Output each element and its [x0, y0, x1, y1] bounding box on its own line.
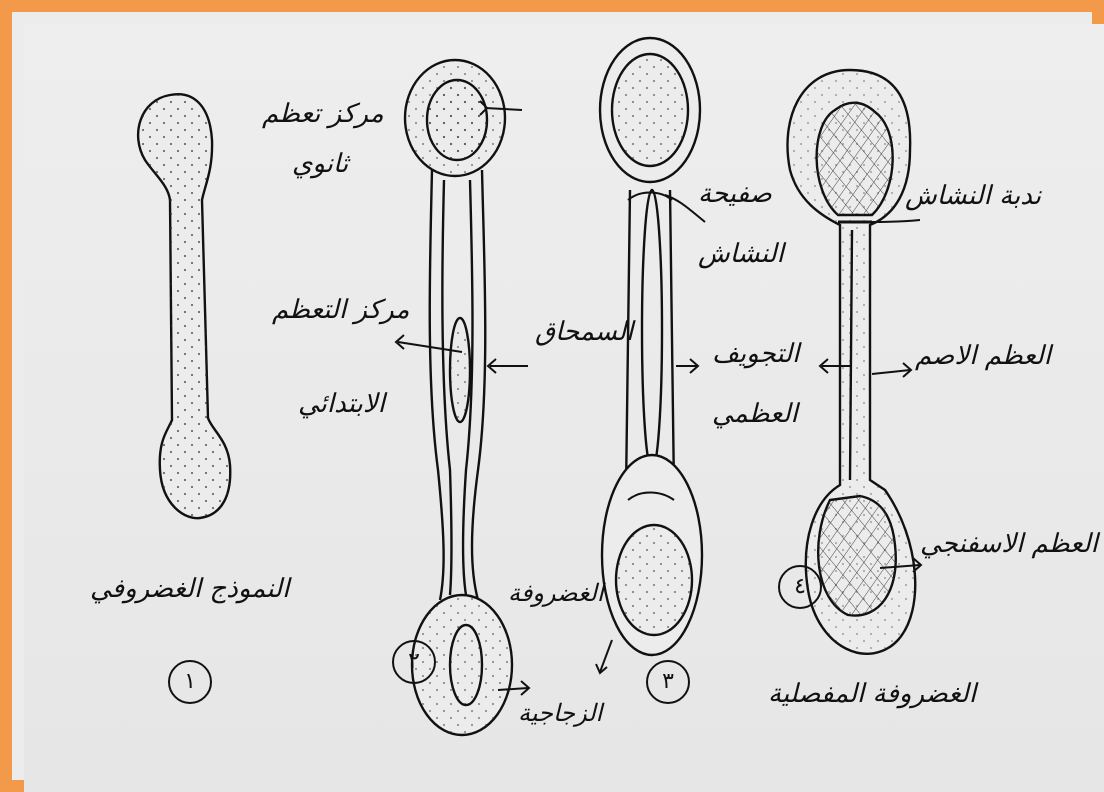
stage-3-secondary-ossification	[596, 38, 705, 673]
stage-2-primary-ossification	[396, 60, 529, 735]
label-spongy-bone: العظم الاسفنجي	[920, 530, 1098, 560]
label-marrow-cavity-line2: العظمي	[712, 400, 798, 430]
label-growth-plate-line1: صفيحة	[698, 180, 772, 210]
caption-stage-4: الغضروفة المفصلية	[768, 680, 976, 710]
label-growth-plate-line2: النشاش	[698, 240, 784, 270]
label-secondary-center-line2: ثانوي	[292, 150, 348, 180]
label-primary-center-line1: مركز التعظم	[272, 296, 409, 326]
stage-number-2: ٢	[392, 640, 436, 684]
stage-number-4: ٤	[778, 565, 822, 609]
stage-1-cartilage-model	[138, 94, 230, 518]
label-secondary-center-line1: مركز تعظم	[262, 100, 384, 130]
label-hyaline-cartilage-line1: الغضروفة	[508, 580, 604, 608]
stage-number-1: ١	[168, 660, 212, 704]
label-primary-center-line2: الابتدائي	[298, 390, 385, 420]
label-growth-scar: ندبة النشاش	[905, 182, 1041, 212]
caption-stage-1: النموذج الغضروفي	[90, 575, 289, 605]
label-periosteum: السمحاق	[535, 318, 633, 348]
stage-number-3: ٣	[646, 660, 690, 704]
label-compact-bone: العظم الاصم	[915, 342, 1051, 372]
label-marrow-cavity-line1: التجويف	[712, 340, 799, 370]
label-hyaline-cartilage-line2: الزجاجية	[518, 700, 602, 728]
